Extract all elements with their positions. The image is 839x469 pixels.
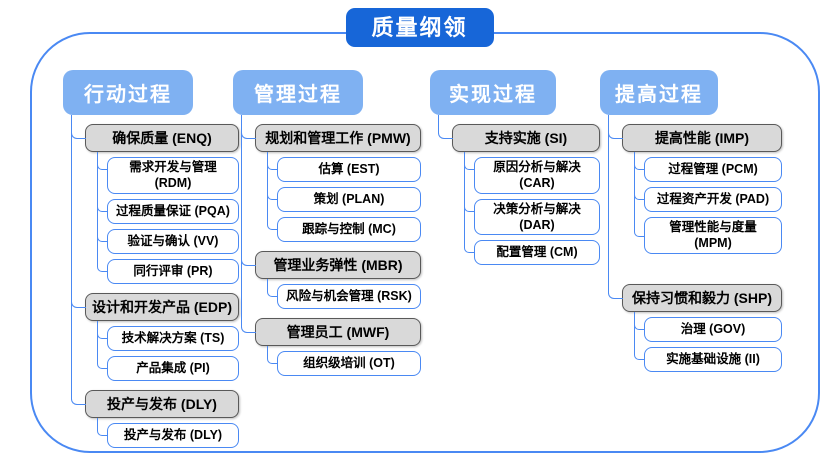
item-box-rsk: 风险与机会管理 (RSK) <box>277 284 421 309</box>
item-node: 决策分析与解决 (DAR) <box>464 193 600 235</box>
group-box-imp: 提高性能 (IMP) <box>622 124 782 152</box>
item-node: 配置管理 (CM) <box>464 235 600 265</box>
item-box-pqa: 过程质量保证 (PQA) <box>107 198 239 224</box>
group-box-dly: 投产与发布 (DLY) <box>85 389 239 418</box>
item-list: 治理 (GOV) 实施基础设施 (II) <box>622 311 782 372</box>
item-box-mc: 跟踪与控制 (MC) <box>277 217 421 242</box>
item-box-pr: 同行评审 (PR) <box>107 258 239 284</box>
item-box-car: 原因分析与解决 (CAR) <box>474 157 600 194</box>
item-box-pad: 过程资产开发 (PAD) <box>644 187 782 212</box>
group-box-pmw: 规划和管理工作 (PMW) <box>255 124 421 152</box>
item-box-est: 估算 (EST) <box>277 157 421 182</box>
item-node: 同行评审 (PR) <box>97 253 239 284</box>
group-box-enq: 确保质量 (ENQ) <box>85 124 239 152</box>
item-node: 产品集成 (PI) <box>97 350 239 381</box>
item-list: 投产与发布 (DLY) <box>85 417 239 448</box>
item-list: 原因分析与解决 (CAR) 决策分析与解决 (DAR) 配置管理 (CM) <box>452 152 600 265</box>
item-box-pcm: 过程管理 (PCM) <box>644 157 782 182</box>
item-list: 估算 (EST) 策划 (PLAN) 跟踪与控制 (MC) <box>255 152 421 242</box>
item-list: 技术解决方案 (TS) 产品集成 (PI) <box>85 320 239 381</box>
item-box-dar: 决策分析与解决 (DAR) <box>474 198 600 235</box>
item-node: 过程质量保证 (PQA) <box>97 193 239 224</box>
item-node: 管理性能与度量 (MPM) <box>634 212 782 254</box>
item-node: 投产与发布 (DLY) <box>97 417 239 448</box>
column-header-improvement: 提高过程 <box>600 70 718 115</box>
group-node: 投产与发布 (DLY) 投产与发布 (DLY) <box>71 380 239 448</box>
column-management-process: 管理过程 规划和管理工作 (PMW) 估算 (EST) 策划 (PLAN) 跟踪… <box>233 70 421 376</box>
item-list: 风险与机会管理 (RSK) <box>255 279 421 309</box>
group-box-mwf: 管理员工 (MWF) <box>255 318 421 346</box>
item-box-plan: 策划 (PLAN) <box>277 187 421 212</box>
group-box-edp: 设计和开发产品 (EDP) <box>85 292 239 321</box>
column-improvement-process: 提高过程 提高性能 (IMP) 过程管理 (PCM) 过程资产开发 (PAD) … <box>600 70 782 372</box>
group-node: 提高性能 (IMP) 过程管理 (PCM) 过程资产开发 (PAD) 管理性能与… <box>608 115 782 254</box>
item-node: 策划 (PLAN) <box>267 182 421 212</box>
item-box-dly: 投产与发布 (DLY) <box>107 422 239 448</box>
column-implementation-process: 实现过程 支持实施 (SI) 原因分析与解决 (CAR) 决策分析与解决 (DA… <box>430 70 600 265</box>
item-node: 实施基础设施 (II) <box>634 341 782 372</box>
group-node: 管理员工 (MWF) 组织级培训 (OT) <box>241 309 421 376</box>
item-list: 组织级培训 (OT) <box>255 346 421 376</box>
item-box-pi: 产品集成 (PI) <box>107 355 239 381</box>
group-list: 提高性能 (IMP) 过程管理 (PCM) 过程资产开发 (PAD) 管理性能与… <box>600 115 782 372</box>
item-node: 原因分析与解决 (CAR) <box>464 152 600 194</box>
group-list: 规划和管理工作 (PMW) 估算 (EST) 策划 (PLAN) 跟踪与控制 (… <box>233 115 421 376</box>
group-box-si: 支持实施 (SI) <box>452 124 600 152</box>
item-box-vv: 验证与确认 (VV) <box>107 228 239 254</box>
group-node: 设计和开发产品 (EDP) 技术解决方案 (TS) 产品集成 (PI) <box>71 283 239 381</box>
item-node: 需求开发与管理 (RDM) <box>97 152 239 194</box>
group-box-mbr: 管理业务弹性 (MBR) <box>255 251 421 279</box>
column-action-process: 行动过程 确保质量 (ENQ) 需求开发与管理 (RDM) 过程质量保证 (PQ… <box>63 70 239 448</box>
group-box-shp: 保持习惯和毅力 (SHP) <box>622 283 782 312</box>
group-node: 支持实施 (SI) 原因分析与解决 (CAR) 决策分析与解决 (DAR) 配置… <box>438 115 600 265</box>
group-node: 确保质量 (ENQ) 需求开发与管理 (RDM) 过程质量保证 (PQA) 验证… <box>71 115 239 284</box>
group-node: 管理业务弹性 (MBR) 风险与机会管理 (RSK) <box>241 242 421 309</box>
column-header-action: 行动过程 <box>63 70 193 115</box>
item-box-ot: 组织级培训 (OT) <box>277 351 421 376</box>
item-node: 技术解决方案 (TS) <box>97 320 239 351</box>
item-box-gov: 治理 (GOV) <box>644 316 782 342</box>
group-list: 支持实施 (SI) 原因分析与解决 (CAR) 决策分析与解决 (DAR) 配置… <box>430 115 600 265</box>
item-box-ts: 技术解决方案 (TS) <box>107 325 239 351</box>
item-box-mpm: 管理性能与度量 (MPM) <box>644 217 782 254</box>
item-node: 验证与确认 (VV) <box>97 223 239 254</box>
column-header-implementation: 实现过程 <box>430 70 556 115</box>
item-node: 过程资产开发 (PAD) <box>634 182 782 212</box>
column-header-management: 管理过程 <box>233 70 363 115</box>
item-node: 组织级培训 (OT) <box>267 346 421 376</box>
item-box-cm: 配置管理 (CM) <box>474 240 600 265</box>
item-list: 需求开发与管理 (RDM) 过程质量保证 (PQA) 验证与确认 (VV) 同行… <box>85 152 239 284</box>
item-node: 估算 (EST) <box>267 152 421 182</box>
item-node: 治理 (GOV) <box>634 311 782 342</box>
item-node: 风险与机会管理 (RSK) <box>267 279 421 309</box>
item-box-ii: 实施基础设施 (II) <box>644 346 782 372</box>
group-node: 规划和管理工作 (PMW) 估算 (EST) 策划 (PLAN) 跟踪与控制 (… <box>241 115 421 242</box>
item-box-rdm: 需求开发与管理 (RDM) <box>107 157 239 194</box>
item-node: 跟踪与控制 (MC) <box>267 212 421 242</box>
item-node: 过程管理 (PCM) <box>634 152 782 182</box>
item-list: 过程管理 (PCM) 过程资产开发 (PAD) 管理性能与度量 (MPM) <box>622 152 782 254</box>
diagram-title: 质量纲领 <box>345 8 494 47</box>
group-node: 保持习惯和毅力 (SHP) 治理 (GOV) 实施基础设施 (II) <box>608 253 782 372</box>
group-list: 确保质量 (ENQ) 需求开发与管理 (RDM) 过程质量保证 (PQA) 验证… <box>63 115 239 448</box>
